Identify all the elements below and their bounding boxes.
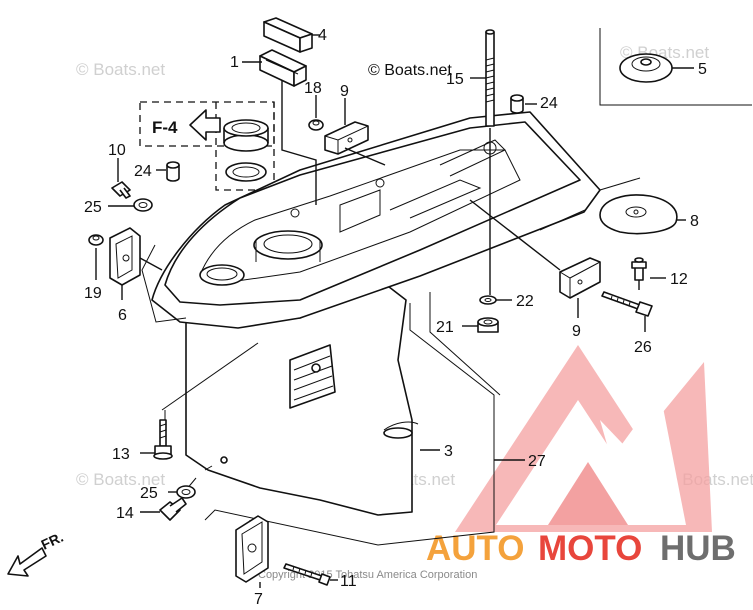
callout-3: 3 [444,443,453,460]
callout-8: 8 [690,213,699,230]
part-9-anode-right [559,257,601,299]
part-24-dowel-pin-left [166,161,180,182]
part-24-dowel-pin-right [510,94,524,114]
callout-14: 14 [116,505,134,522]
callout-26: 26 [634,339,652,356]
arrow-left-icon [189,109,221,141]
callout-18: 18 [304,80,322,97]
callout-9: 9 [340,83,349,100]
part-26-bolt [601,291,653,317]
copyright-mark: © Boats.net [368,62,452,79]
direction-label: FR. [39,529,66,553]
callout-10: 10 [108,142,126,159]
callout-25: 25 [84,199,102,216]
part-21-nut [477,317,499,333]
callout-24: 24 [134,163,152,180]
part-10-plug [111,181,131,199]
callout-6: 6 [118,307,127,324]
part-15-stud [485,29,495,127]
part-11-screw [283,563,331,586]
watermark: © Boats.net [76,470,165,489]
callout-4: 4 [318,27,327,44]
callout-12: 12 [670,271,688,288]
part-19-nut [88,234,104,246]
callout-25: 25 [140,485,158,502]
callout-1: 1 [230,54,239,71]
alignment-lines [141,177,641,546]
front-direction-arrow-icon: FR. [7,529,66,577]
part-4-rubber-block [263,17,313,53]
ref-label: F-4 [152,118,178,137]
gear-case-housing [151,111,601,516]
callout-15: 15 [446,71,464,88]
part-8-anode [599,194,678,235]
part-6-cover [109,227,141,286]
callout-19: 19 [84,285,102,302]
part-13-bolt [153,419,173,460]
callout-13: 13 [112,446,130,463]
callout-7: 7 [254,591,263,608]
inset-border [599,28,752,106]
part-9-anode-top [324,121,369,155]
part-5-anode [619,53,673,83]
automotohub-logo: AUTO MOTO HUB [426,345,736,568]
logo-text-hub: HUB [660,529,736,568]
part-14-plug [159,497,187,521]
leader-lines [95,34,694,588]
callout-22: 22 [516,293,534,310]
callout-27: 27 [528,453,546,470]
callout-21: 21 [436,319,454,336]
logo-text-auto: AUTO [426,529,525,568]
callout-24: 24 [540,95,558,112]
part-22-washer [479,295,497,305]
callout-layer: 4 1 18 9 15 24 5 10 24 25 8 12 19 6 22 2… [84,27,707,608]
logo-text-moto: MOTO [538,529,642,568]
part-1-rubber-mount [259,49,307,87]
watermark: © Boats.net [76,60,165,79]
callout-5: 5 [698,61,707,78]
part-7-cover [235,515,269,583]
part-18-nut [308,119,324,131]
callout-11: 11 [340,573,357,590]
f4-reference-box: F-4 [139,101,275,191]
part-12-bolt [631,257,647,281]
part-25-washer-bottom [176,485,196,499]
callout-9: 9 [572,323,581,340]
part-25-washer-top [133,198,153,212]
